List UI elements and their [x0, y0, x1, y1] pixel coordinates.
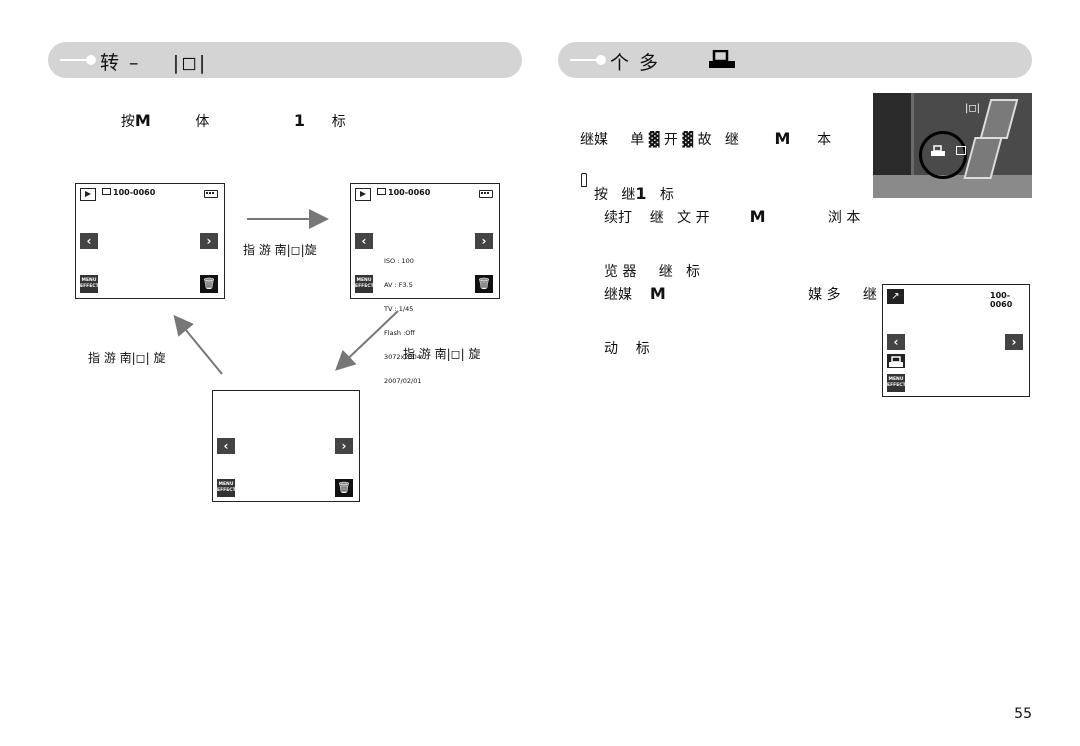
- print-icon: [931, 145, 945, 156]
- date-value: 2007/02/01: [384, 377, 422, 385]
- file-number: 100-0060: [377, 188, 430, 197]
- camera-icon: [377, 188, 386, 195]
- para-text: 继媒 单 ▓ 开 ▓ 故 继: [580, 132, 775, 148]
- m-button-icon: M: [649, 284, 666, 303]
- left-arrow-icon: ‹: [217, 438, 235, 454]
- right-section-header: 个 多: [558, 42, 1032, 78]
- right-arrow-icon: ›: [200, 233, 218, 249]
- playback-icon: [956, 146, 966, 155]
- print-icon: [887, 354, 905, 368]
- para-text: 续打 继 文 开: [604, 210, 750, 226]
- camera-bottom-edge: [873, 175, 1032, 198]
- left-section-header: 转 – |◻|: [48, 42, 522, 78]
- delete-icon: 🗑: [335, 479, 353, 497]
- file-number-text: 100-0060: [113, 188, 156, 197]
- left-arrow-icon: ‹: [355, 233, 373, 249]
- right-arrow-icon: ›: [475, 233, 493, 249]
- zoom-button-lower: [963, 137, 1003, 179]
- header-dot-decoration: [596, 55, 606, 65]
- para-text: 按 继: [594, 187, 636, 203]
- camera-zoom-label: |◻|: [965, 103, 981, 114]
- arrow-label-left: 指 游 南|◻| 旋: [88, 351, 166, 365]
- screen-status-bar: 100-0060: [355, 188, 495, 204]
- iso-value: ISO : 100: [384, 257, 414, 265]
- para-text: 动 标: [604, 341, 650, 357]
- file-number: 100-0060: [990, 291, 1013, 309]
- header-line-decoration: [570, 59, 598, 61]
- right-arrow-icon: ›: [1005, 334, 1023, 350]
- m-button-icon: M: [134, 111, 151, 130]
- delete-icon: 🗑: [475, 275, 493, 293]
- zoom-button-upper: [979, 99, 1019, 139]
- print-icon: [709, 50, 735, 68]
- left-instruction: 按M 体 1 标: [112, 94, 346, 131]
- right-para-2: 续打 继 文 开 M 浏 本 览 器 继 标: [604, 172, 860, 299]
- camera-lcd: [873, 93, 914, 175]
- left-arrow-icon: ‹: [887, 334, 905, 350]
- arrow-up-left: [173, 314, 223, 375]
- para-text: 浏 本: [765, 210, 861, 226]
- play-mode-icon: [80, 188, 96, 201]
- camera-screen-info: 100-0060 ‹ › ISO : 100 AV : F3.5 TV : 1/…: [350, 183, 500, 385]
- header-dot-decoration: [86, 55, 96, 65]
- screen-status-bar: 100-0060: [80, 188, 220, 204]
- page-number: 55: [1014, 706, 1032, 722]
- play-mode-icon: [355, 188, 371, 201]
- resolution-value: 3072x2304: [384, 353, 421, 361]
- av-value: AV : F3.5: [384, 281, 413, 289]
- left-arrow-icon: ‹: [80, 233, 98, 249]
- highlight-circle: [919, 131, 967, 179]
- para-text: 本: [790, 132, 832, 148]
- m-button-icon: M: [749, 207, 766, 226]
- flash-value: Flash :Off: [384, 329, 415, 337]
- bullet-marker: [581, 173, 587, 187]
- m-button-icon: M: [774, 129, 791, 148]
- para-text: 媒 多 继: [665, 287, 877, 303]
- file-number: 100-0060: [102, 188, 155, 197]
- shot-info: ISO : 100 AV : F3.5 TV : 1/45 Flash :Off…: [384, 241, 421, 401]
- delete-icon: 🗑: [200, 275, 218, 293]
- file-number-text: 100-0060: [388, 188, 431, 197]
- pictbridge-icon: ↗: [887, 289, 904, 304]
- arrow-label-right: 指 游 南|◻| 旋: [403, 347, 481, 361]
- right-arrow-icon: ›: [335, 438, 353, 454]
- para-text: 标: [646, 187, 674, 203]
- right-para-1: 继媒 单 ▓ 开 ▓ 故 继 M 本 按 继1 标: [580, 94, 831, 222]
- right-header-title: 个 多: [610, 52, 709, 74]
- battery-icon: [204, 190, 218, 198]
- instruction-text: 体: [150, 114, 294, 130]
- para-text: 览 器 继 标: [604, 264, 701, 280]
- one-button-icon: 1: [635, 184, 647, 203]
- header-line-decoration: [60, 59, 88, 61]
- para-text: 继媒: [604, 287, 650, 303]
- left-header-title: 转 – |◻|: [100, 52, 208, 74]
- arrow-label-top: 指 游 南|◻|旋: [243, 243, 317, 257]
- battery-icon: [479, 190, 493, 198]
- right-para-3: 继媒 M 媒 多 继 动 标: [604, 249, 877, 376]
- one-button-icon: 1: [293, 111, 306, 130]
- camera-photo: |◻|: [873, 93, 1032, 198]
- instruction-text: 标: [305, 114, 346, 130]
- camera-icon: [102, 188, 111, 195]
- arrow-down-left: [335, 310, 399, 371]
- tv-value: TV : 1/45: [384, 305, 414, 313]
- instruction-text: 按: [120, 114, 135, 130]
